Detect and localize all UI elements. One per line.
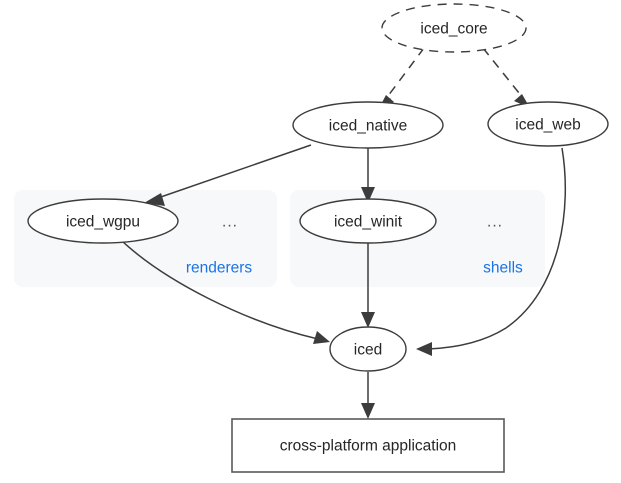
cluster-renderers-ellipsis: ...: [222, 214, 238, 231]
edge-iced-winit-to-iced: [361, 242, 375, 328]
cluster-shells-label: shells: [483, 260, 523, 277]
node-iced-winit[interactable]: iced_winit: [299, 198, 437, 244]
edge-iced-core-to-iced-web: [482, 47, 530, 108]
node-iced-web-label: iced_web: [515, 117, 581, 134]
node-iced-web[interactable]: iced_web: [487, 101, 609, 147]
edge-iced-core-to-iced-native: [378, 47, 425, 110]
node-application-label: cross-platform application: [280, 438, 457, 455]
edge-iced-web-to-iced: [416, 147, 567, 356]
node-application-shape: [231, 418, 505, 473]
node-iced-web-shape: [487, 101, 609, 147]
node-iced-native[interactable]: iced_native: [292, 101, 444, 149]
node-iced-core-label: iced_core: [420, 21, 487, 38]
edge-iced-wgpu-to-iced: [121, 240, 330, 344]
node-iced-winit-label: iced_winit: [334, 214, 403, 231]
node-iced-core[interactable]: iced_core: [381, 3, 527, 53]
node-iced-shape: [329, 326, 407, 372]
edge-iced-native-to-iced-winit: [361, 147, 375, 203]
cluster-renderers-label: renderers: [186, 260, 253, 277]
cluster-shells-ellipsis: ...: [487, 214, 503, 231]
node-iced-wgpu-label: iced_wgpu: [66, 214, 140, 231]
node-iced-core-shape: [381, 3, 527, 53]
node-iced-winit-shape: [299, 198, 437, 244]
node-iced-wgpu[interactable]: iced_wgpu: [27, 198, 179, 244]
node-application[interactable]: cross-platform application: [231, 418, 505, 473]
node-iced-wgpu-shape: [27, 198, 179, 244]
node-iced-label: iced: [354, 342, 382, 359]
node-iced-native-shape: [292, 101, 444, 149]
edge-iced-to-application: [361, 372, 375, 419]
edge-iced-native-to-iced-wgpu: [144, 144, 312, 206]
node-iced-native-label: iced_native: [329, 118, 407, 135]
node-iced[interactable]: iced: [329, 326, 407, 372]
